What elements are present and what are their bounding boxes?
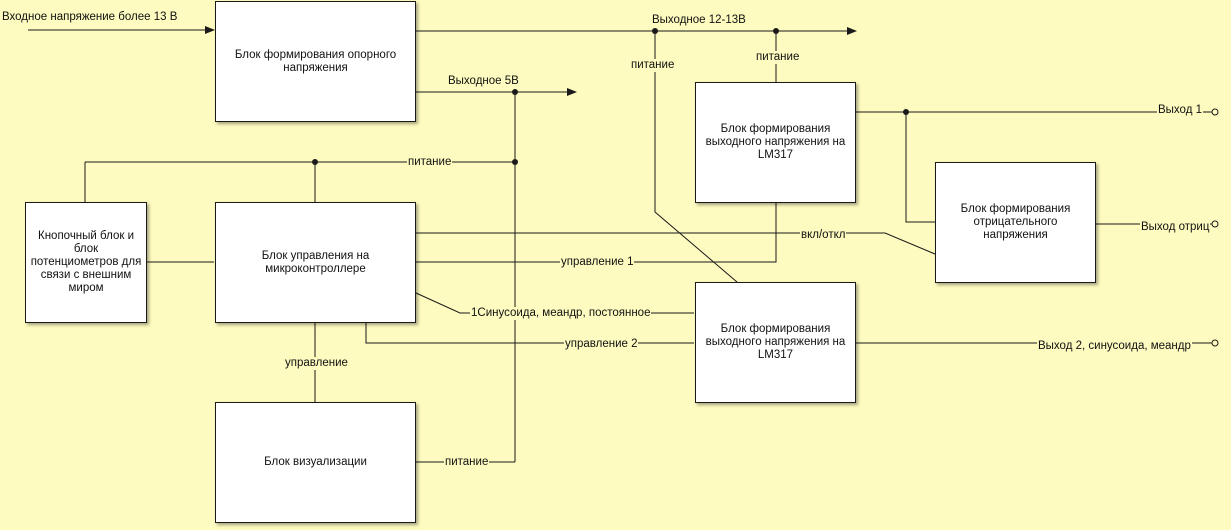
- exit-neg-label: Выход отриц: [1140, 221, 1211, 234]
- control2-wire: [365, 323, 694, 344]
- power-display-label: питание: [444, 456, 490, 469]
- output-12-13-label: Выходное 12-13В: [652, 14, 746, 26]
- terminal-exit-neg: [1211, 220, 1219, 228]
- output2-power-wire: [654, 31, 738, 283]
- junction-dot: [903, 109, 909, 115]
- junction-dot: [312, 159, 318, 165]
- signal-label: 1Синусоида, меандр, постоянное: [470, 307, 652, 320]
- junction-dot: [652, 28, 658, 34]
- control1-wire: [416, 203, 777, 263]
- power-label-left: питание: [630, 59, 676, 72]
- on-off-label: вкл/откл: [800, 229, 847, 242]
- terminal-exit2: [1211, 339, 1219, 347]
- output-5v-label: Выходное 5В: [447, 75, 520, 88]
- control1-label: управление 1: [560, 256, 635, 269]
- microcontroller-block[interactable]: Блок управления на микроконтроллере: [215, 202, 416, 323]
- negative-voltage-block[interactable]: Блок формирования отрицательного напряже…: [935, 162, 1096, 283]
- junction-dot: [512, 89, 518, 95]
- exit2-label: Выход 2, синусоида, меандр: [1037, 340, 1192, 353]
- control-label: управление: [284, 357, 349, 370]
- output1-lm317-block[interactable]: Блок формирования выходного напряжения н…: [695, 82, 856, 203]
- buttons-potentiometers-block[interactable]: Кнопочный блок и блок потенциометров для…: [25, 202, 147, 323]
- power-label-right: питание: [755, 51, 801, 64]
- terminal-exit1: [1211, 108, 1219, 116]
- control2-label: управление 2: [564, 338, 639, 351]
- junction-dot: [773, 28, 779, 34]
- output2-lm317-block[interactable]: Блок формирования выходного напряжения н…: [695, 282, 856, 403]
- junction-dot: [512, 159, 518, 165]
- power-bus-label: питание: [407, 156, 453, 169]
- exit1-label: Выход 1: [1157, 104, 1204, 117]
- on-off-wire: [416, 232, 936, 255]
- exit1-to-negative-wire: [905, 112, 935, 223]
- reference-voltage-block[interactable]: Блок формирования опорного напряжения: [215, 1, 416, 122]
- display-block[interactable]: Блок визуализации: [215, 402, 416, 523]
- input-voltage-label: Входное напряжение более 13 В: [1, 11, 179, 24]
